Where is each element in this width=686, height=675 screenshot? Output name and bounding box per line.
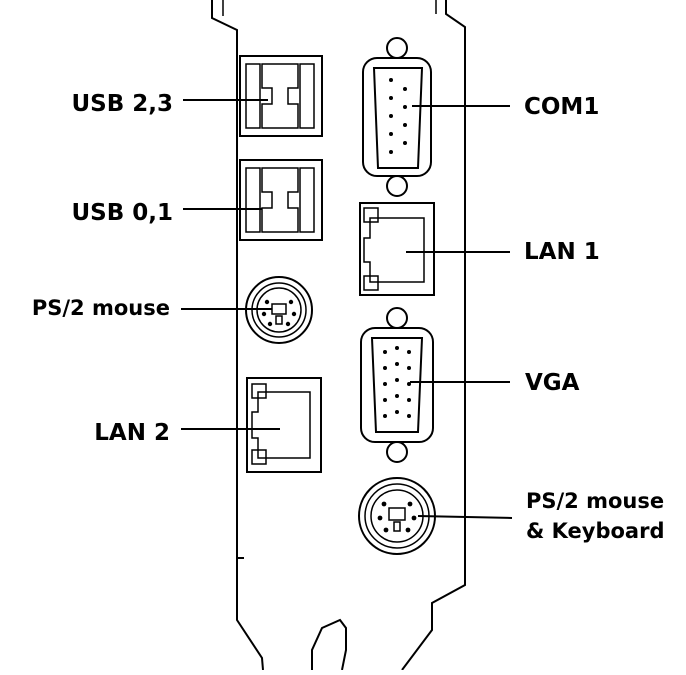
label-usb01: USB 0,1 xyxy=(71,200,173,226)
usb-port-2-3 xyxy=(239,55,323,137)
com1-port xyxy=(362,37,432,197)
label-ps2-combo-line1: PS/2 mouse xyxy=(526,489,664,513)
vga-port xyxy=(360,307,434,463)
leader-lines xyxy=(181,99,513,519)
label-lan2: LAN 2 xyxy=(94,420,170,446)
leader-ps2-combo xyxy=(417,515,513,519)
lan1-port xyxy=(359,202,435,296)
label-ps2-combo-line2: & Keyboard xyxy=(526,519,664,543)
io-bracket xyxy=(211,0,466,671)
usb-port-0-1 xyxy=(239,159,323,241)
lan2-port xyxy=(246,377,322,473)
label-lan1: LAN 1 xyxy=(524,239,600,265)
label-vga: VGA xyxy=(525,370,580,396)
label-ps2-mouse: PS/2 mouse xyxy=(32,296,170,320)
label-usb23: USB 2,3 xyxy=(71,91,173,117)
label-com1: COM1 xyxy=(524,94,599,120)
